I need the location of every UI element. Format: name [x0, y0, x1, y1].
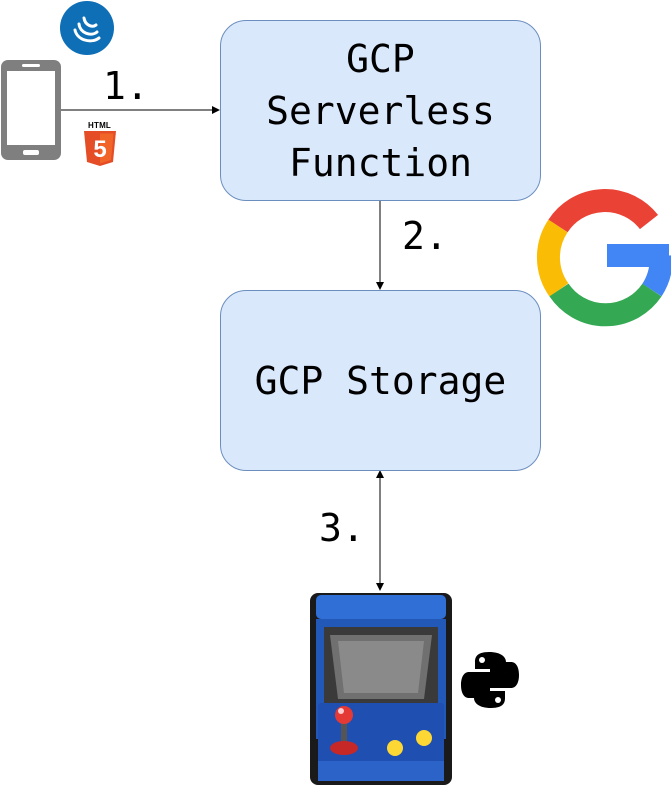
serverless-function-line1: GCP — [346, 36, 415, 81]
storage-label: GCP Storage — [254, 358, 507, 403]
edge-3-label: 3. — [319, 506, 365, 550]
serverless-function-node[interactable]: GCP Serverless Function — [220, 20, 541, 201]
edge-2-label: 2. — [402, 214, 448, 258]
edge-1-label: 1. — [103, 64, 149, 108]
html5-icon: 5 — [84, 131, 116, 166]
arcade-cabinet-icon — [310, 593, 452, 785]
html5-badge-text: HTML — [88, 121, 112, 130]
serverless-function-line3: Function — [288, 140, 473, 185]
jquery-mobile-icon — [60, 1, 114, 55]
serverless-function-line2: Serverless — [266, 88, 495, 133]
html5-shield-text: 5 — [93, 136, 106, 163]
python-logo-icon — [461, 652, 519, 708]
google-logo-icon — [536, 189, 671, 327]
storage-node[interactable]: GCP Storage — [220, 290, 541, 471]
smartphone-icon — [1, 60, 61, 160]
